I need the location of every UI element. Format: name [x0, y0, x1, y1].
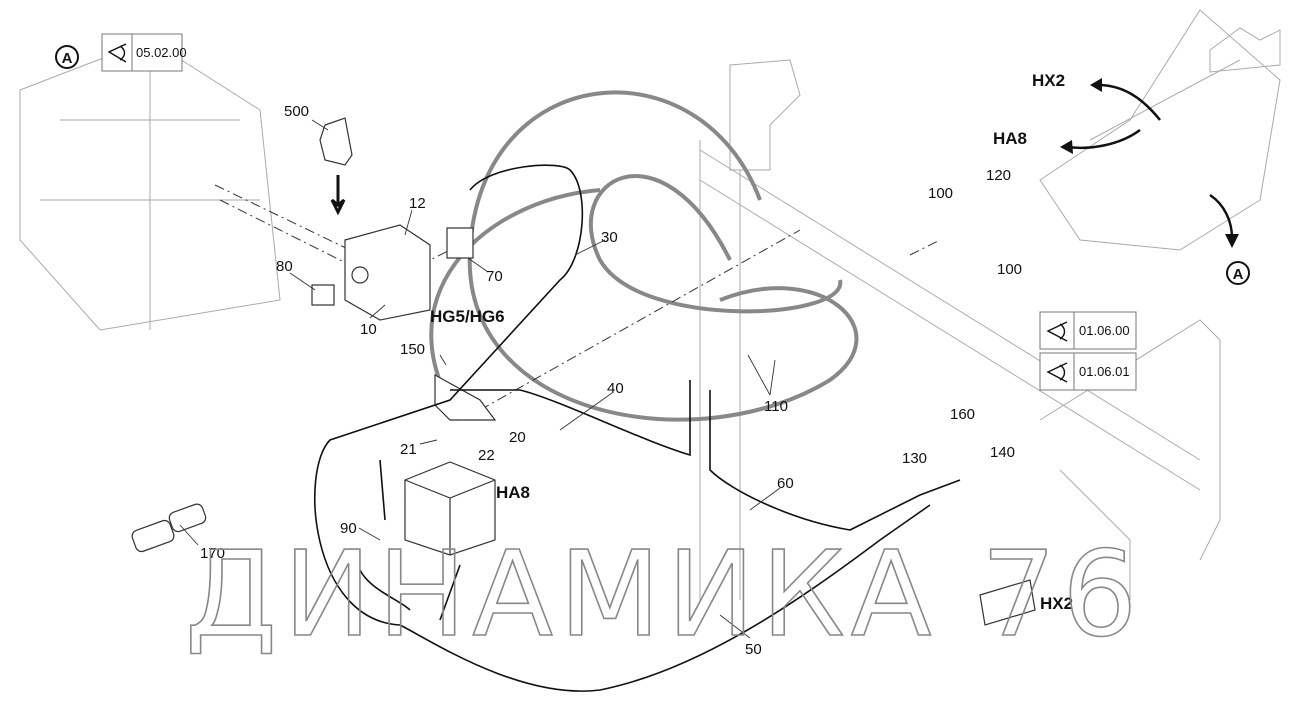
view-marker-a-left: A — [55, 45, 79, 69]
eye-view-icon — [1046, 321, 1068, 342]
reference-code: 05.02.00 — [136, 45, 187, 60]
hoses — [314, 164, 961, 692]
part-number: 170 — [200, 545, 225, 562]
part-number: 20 — [509, 429, 526, 446]
direction-arrows — [1060, 78, 1239, 248]
hx2-block — [979, 579, 1036, 626]
eye-view-icon — [107, 43, 127, 63]
part-number: 21 — [400, 441, 417, 458]
part-number: 10 — [360, 321, 377, 338]
part-number: 100 — [997, 261, 1022, 278]
part-number: 140 — [990, 444, 1015, 461]
reference-code: 01.06.00 — [1079, 323, 1130, 338]
part-number: 130 — [902, 450, 927, 467]
reference-box-01-06-01[interactable]: 01.06.01 — [1039, 352, 1137, 391]
part-number: 120 — [986, 167, 1011, 184]
reference-box-05-02-00[interactable]: 05.02.00 — [101, 33, 187, 72]
bag-500 — [319, 117, 353, 216]
part-number: 70 — [486, 268, 503, 285]
valve-block-ha8 — [404, 461, 496, 556]
part-number: 30 — [601, 229, 618, 246]
part-number: 40 — [607, 380, 624, 397]
fitting-70 — [446, 227, 474, 259]
spring-170 — [131, 503, 207, 553]
reference-code: 01.06.01 — [1079, 364, 1130, 379]
part-number: 80 — [276, 258, 293, 275]
group-label-hg5-hg6: HG5/HG6 — [430, 307, 505, 326]
group-label-hx2-top: HX2 — [1032, 71, 1065, 90]
watermark-swirl — [429, 90, 859, 422]
part-number: 100 — [928, 185, 953, 202]
leader-lines — [179, 119, 781, 639]
gear-pump — [344, 224, 431, 321]
eye-view-icon — [1046, 362, 1068, 383]
bracket-20 — [434, 373, 497, 421]
part-number: 500 — [284, 103, 309, 120]
machine-frame — [19, 9, 1281, 600]
part-number: 150 — [400, 341, 425, 358]
part-number: 90 — [340, 520, 357, 537]
part-number: 160 — [950, 406, 975, 423]
part-number: 22 — [478, 447, 495, 464]
group-label-ha8: HA8 — [496, 483, 530, 502]
group-label-hx2: HX2 — [1040, 594, 1073, 613]
view-marker-label: A — [1233, 266, 1244, 283]
group-label-ha8-top: HA8 — [993, 129, 1027, 148]
part-number-labels: 500 12 80 10 70 30 150 21 22 20 40 90 17… — [200, 103, 1022, 658]
view-marker-a-right: A — [1226, 261, 1250, 285]
watermark-text: ДИНАМИКА 76 — [185, 525, 1143, 663]
part-number: 60 — [777, 475, 794, 492]
part-number: 50 — [745, 641, 762, 658]
assembly-centre-lines — [214, 184, 941, 411]
fitting-80 — [311, 284, 335, 306]
part-number: 12 — [409, 195, 426, 212]
part-number: 110 — [764, 398, 788, 415]
view-marker-label: A — [62, 50, 73, 67]
reference-box-01-06-00[interactable]: 01.06.00 — [1039, 311, 1137, 350]
